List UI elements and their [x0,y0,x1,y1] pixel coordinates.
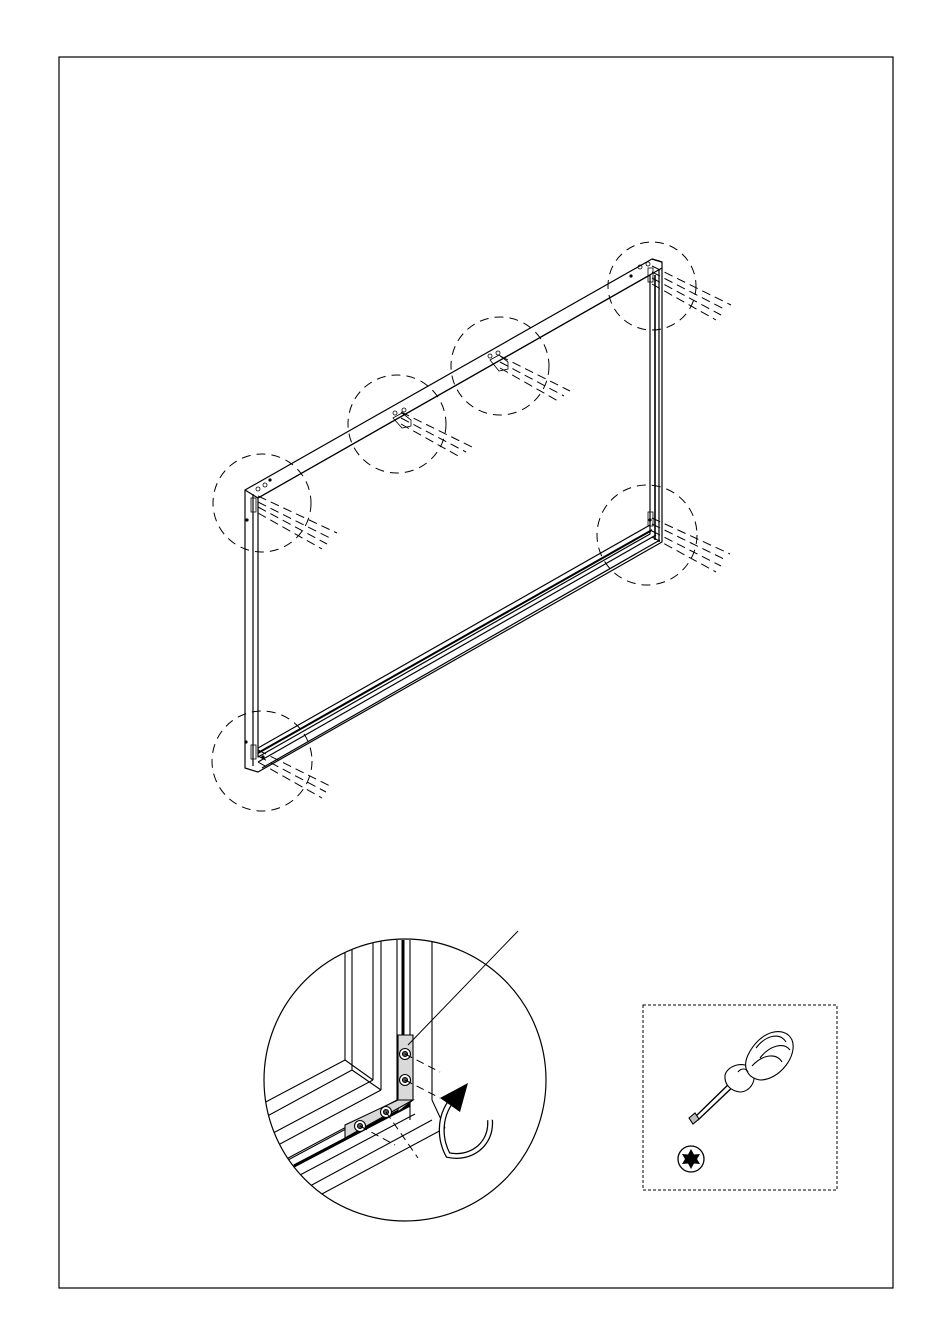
corner-detail-view [260,931,546,1221]
frame-fittings [251,262,653,759]
tool-panel-border [643,1005,837,1190]
tool-panel [643,1005,837,1190]
callout-top-bracket-1 [348,375,446,473]
callout-top-left [213,454,311,552]
screw-guide-lines [258,266,731,798]
frame-outer-edge [245,259,662,772]
callout-top-bracket-2 [451,317,549,415]
screwdriver-icon [689,1032,793,1124]
frame-inner-edge [258,275,650,757]
torx-bit-icon [678,1146,704,1172]
callout-top-right [608,242,696,330]
callout-circles [212,242,697,811]
mirror-frame [245,259,662,772]
